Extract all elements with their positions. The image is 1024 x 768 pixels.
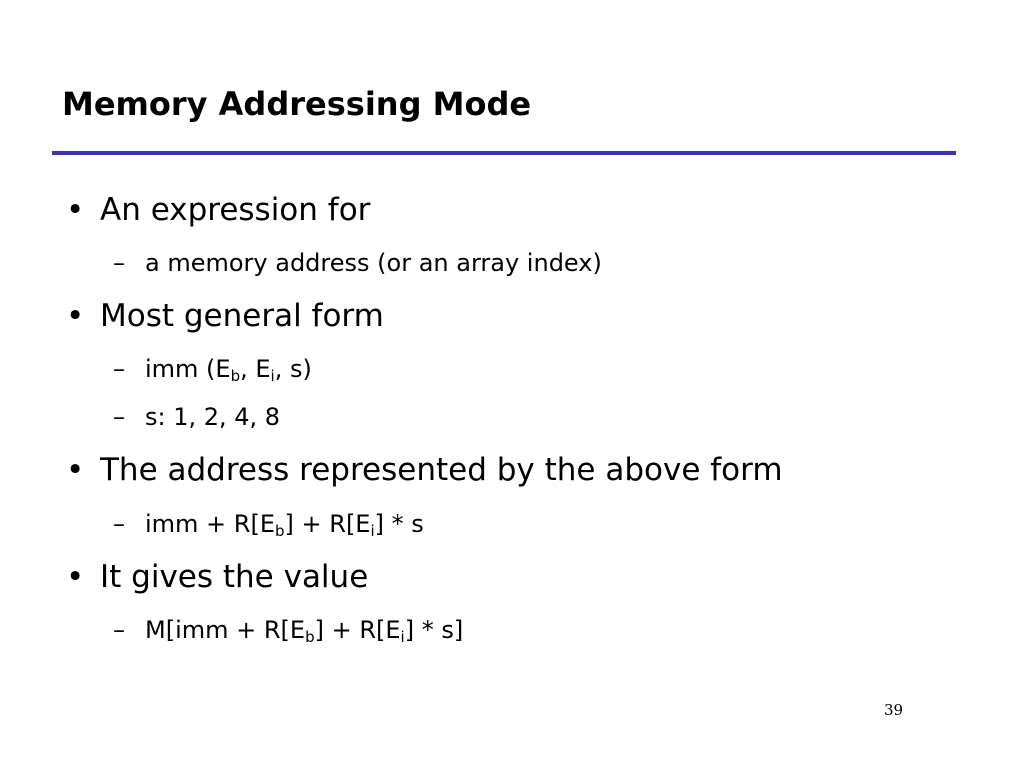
slide-title: Memory Addressing Mode	[62, 85, 532, 123]
bullet-text: Most general form	[100, 298, 384, 334]
bullet-marker: •	[66, 452, 85, 488]
bullet-text: An expression for	[100, 192, 371, 228]
bullet-marker: •	[66, 559, 85, 595]
sub-bullet-text: a memory address (or an array index)	[145, 249, 602, 277]
dash-marker: –	[113, 249, 125, 277]
bullet-marker: •	[66, 192, 85, 228]
sub-bullet-text: imm + R[Eb] + R[Ei] * s	[145, 510, 424, 540]
bullet-text: The address represented by the above for…	[100, 452, 783, 488]
dash-marker: –	[113, 616, 125, 644]
sub-bullet-text: M[imm + R[Eb] + R[Ei] * s]	[145, 616, 464, 646]
bullet-marker: •	[66, 298, 85, 334]
page-number: 39	[884, 701, 904, 719]
dash-marker: –	[113, 403, 125, 431]
dash-marker: –	[113, 510, 125, 538]
title-underline	[52, 151, 956, 155]
sub-bullet-text: imm (Eb, Ei, s)	[145, 355, 312, 385]
sub-bullet-text: s: 1, 2, 4, 8	[145, 403, 281, 431]
bullet-text: It gives the value	[100, 559, 369, 595]
dash-marker: –	[113, 355, 125, 383]
